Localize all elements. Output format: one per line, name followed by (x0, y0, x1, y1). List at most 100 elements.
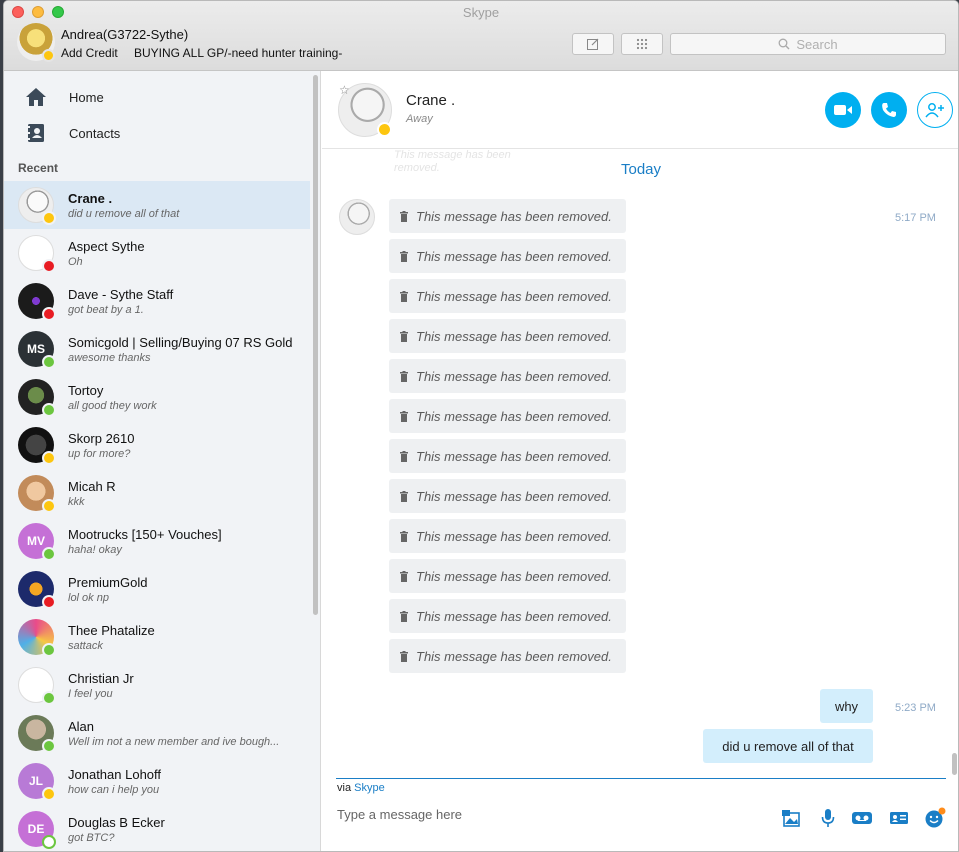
conversation-pane[interactable]: This message has been removed. Today Thi… (322, 149, 958, 777)
nav-home[interactable]: Home (4, 79, 310, 115)
removed-message[interactable]: This message has been removed. (389, 319, 626, 353)
title-bar: Skype Andrea(G3722-Sythe) Add Credit BUY… (4, 1, 958, 71)
search-input[interactable]: Search (670, 33, 946, 55)
recent-section-label: Recent (18, 161, 59, 175)
removed-message[interactable]: This message has been removed. (389, 279, 626, 313)
compose-area: via Skype Type a message here (322, 777, 958, 851)
video-message-button[interactable] (851, 807, 873, 829)
contact-avatar: DE (18, 811, 54, 847)
contact-name: Dave - Sythe Staff (68, 287, 174, 302)
add-people-button[interactable] (917, 92, 953, 128)
send-contact-button[interactable] (888, 807, 910, 829)
send-image-button[interactable] (780, 807, 802, 829)
removed-message[interactable]: This message has been removed. (389, 559, 626, 593)
removed-message[interactable]: This message has been removed. (389, 439, 626, 473)
removed-message[interactable]: This message has been removed. (389, 599, 626, 633)
removed-message[interactable]: This message has been removed. (389, 359, 626, 393)
edit-icon (587, 38, 599, 50)
contact-last-message: all good they work (68, 400, 157, 412)
home-icon (25, 86, 47, 108)
favorite-star-icon[interactable]: ☆ (339, 83, 350, 97)
trash-icon (400, 290, 408, 302)
removed-message[interactable]: This message has been removed. (389, 519, 626, 553)
via-skype-link[interactable]: Skype (354, 782, 385, 794)
contact-last-message: sattack (68, 640, 103, 652)
trash-icon (400, 330, 408, 342)
trash-icon (400, 610, 408, 622)
contact-status-badge (42, 835, 56, 849)
outgoing-message[interactable]: why (820, 689, 873, 723)
audio-call-button[interactable] (871, 92, 907, 128)
contact-status-badge (42, 595, 56, 609)
message-sender-avatar[interactable] (339, 199, 375, 235)
chat-contact-name[interactable]: Crane . (406, 92, 456, 109)
compose-new-button[interactable] (572, 33, 614, 55)
removed-message[interactable]: This message has been removed. (389, 199, 626, 233)
zoom-window-button[interactable] (52, 6, 64, 18)
contact-status-badge (42, 211, 56, 225)
removed-message[interactable]: This message has been removed. (389, 479, 626, 513)
removed-message[interactable]: This message has been removed. (389, 399, 626, 433)
compose-divider (336, 778, 946, 779)
mood-message[interactable]: BUYING ALL GP/-need hunter training- (134, 46, 343, 60)
contact-name: Aspect Sythe (68, 239, 145, 254)
contact-row[interactable]: Crane .did u remove all of that (4, 181, 310, 229)
close-window-button[interactable] (12, 6, 24, 18)
trash-icon (400, 530, 408, 542)
contact-avatar (18, 235, 54, 271)
via-prefix: via (337, 782, 352, 794)
dialpad-button[interactable] (621, 33, 663, 55)
phone-icon (882, 103, 896, 117)
sidebar-scrollbar[interactable] (313, 75, 318, 615)
contact-last-message: I feel you (68, 688, 113, 700)
message-timestamp: 5:17 PM (895, 212, 936, 224)
contact-name: PremiumGold (68, 575, 148, 590)
trash-icon (400, 370, 408, 382)
contact-status-badge (42, 499, 56, 513)
chat-scrollbar[interactable] (952, 753, 957, 775)
removed-message[interactable]: This message has been removed. (389, 239, 626, 273)
removed-message-text: This message has been removed. (416, 208, 612, 224)
video-call-button[interactable] (825, 92, 861, 128)
message-input[interactable]: Type a message here (337, 807, 463, 822)
scrolled-removed-message: This message has been removed. (394, 149, 511, 174)
contact-name: Crane . (68, 191, 113, 206)
emoticons-button[interactable] (924, 807, 946, 829)
profile-name[interactable]: Andrea(G3722-Sythe) (61, 27, 189, 42)
nav-contacts[interactable]: Contacts (4, 115, 310, 151)
removed-message-text: This message has been removed. (416, 608, 612, 624)
outgoing-message[interactable]: did u remove all of that (703, 729, 873, 763)
voice-message-button[interactable] (817, 807, 839, 829)
removed-message-text: This message has been removed. (416, 648, 612, 664)
add-credit-link[interactable]: Add Credit (61, 46, 118, 60)
sidebar: Home Contacts Recent Crane .did u remove… (4, 71, 321, 851)
removed-message-text: This message has been removed. (416, 488, 612, 504)
contact-text: Mootrucks [150+ Vouches]haha! okay (68, 527, 300, 556)
voicemail-icon (852, 812, 872, 824)
contact-status-badge (42, 355, 56, 369)
removed-message[interactable]: This message has been removed. (389, 639, 626, 673)
date-divider: Today (620, 161, 662, 178)
contact-status-badge (42, 547, 56, 561)
chat-contact-avatar[interactable] (338, 83, 392, 137)
removed-message-text: This message has been removed. (416, 448, 612, 464)
contact-status-badge (42, 307, 56, 321)
removed-message-text: This message has been removed. (416, 528, 612, 544)
minimize-window-button[interactable] (32, 6, 44, 18)
